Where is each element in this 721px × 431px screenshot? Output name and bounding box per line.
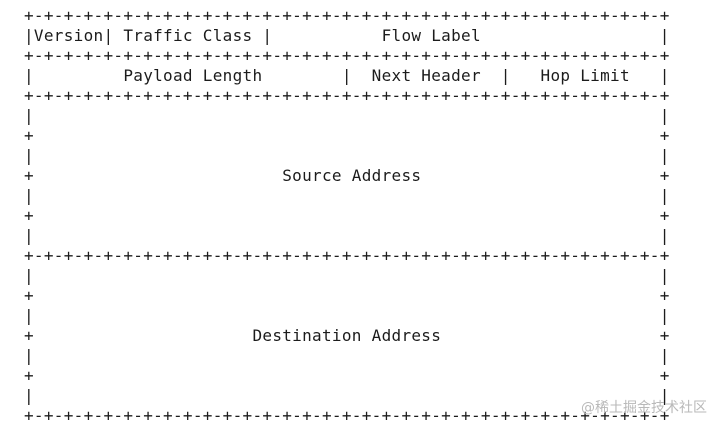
row-payload-next-header-hop-limit: | Payload Length | Next Header | Hop Lim… xyxy=(24,66,670,85)
destination-address-row: | | xyxy=(24,266,670,285)
watermark: @稀土掘金技术社区 xyxy=(581,400,707,416)
source-address-row: + + xyxy=(24,126,670,145)
source-address-row: | | xyxy=(24,186,670,205)
source-address-row: + + xyxy=(24,206,670,225)
row-version-traffic-class-flow-label: |Version| Traffic Class | Flow Label | xyxy=(24,26,670,45)
source-address-row: | | xyxy=(24,226,670,245)
destination-address-label-row: + Destination Address + xyxy=(24,326,670,345)
diagram-border: +-+-+-+-+-+-+-+-+-+-+-+-+-+-+-+-+-+-+-+-… xyxy=(24,86,670,105)
ipv6-header-diagram: +-+-+-+-+-+-+-+-+-+-+-+-+-+-+-+-+-+-+-+-… xyxy=(24,6,670,426)
diagram-border: +-+-+-+-+-+-+-+-+-+-+-+-+-+-+-+-+-+-+-+-… xyxy=(24,246,670,265)
diagram-border-top: +-+-+-+-+-+-+-+-+-+-+-+-+-+-+-+-+-+-+-+-… xyxy=(24,6,670,25)
source-address-row: | | xyxy=(24,146,670,165)
destination-address-row: + + xyxy=(24,286,670,305)
diagram-border-bottom: +-+-+-+-+-+-+-+-+-+-+-+-+-+-+-+-+-+-+-+-… xyxy=(24,406,670,425)
destination-address-row: | | xyxy=(24,346,670,365)
diagram-border: +-+-+-+-+-+-+-+-+-+-+-+-+-+-+-+-+-+-+-+-… xyxy=(24,46,670,65)
destination-address-row: + + xyxy=(24,366,670,385)
source-address-row: | | xyxy=(24,106,670,125)
destination-address-row: | | xyxy=(24,386,670,405)
destination-address-row: | | xyxy=(24,306,670,325)
source-address-label-row: + Source Address + xyxy=(24,166,670,185)
